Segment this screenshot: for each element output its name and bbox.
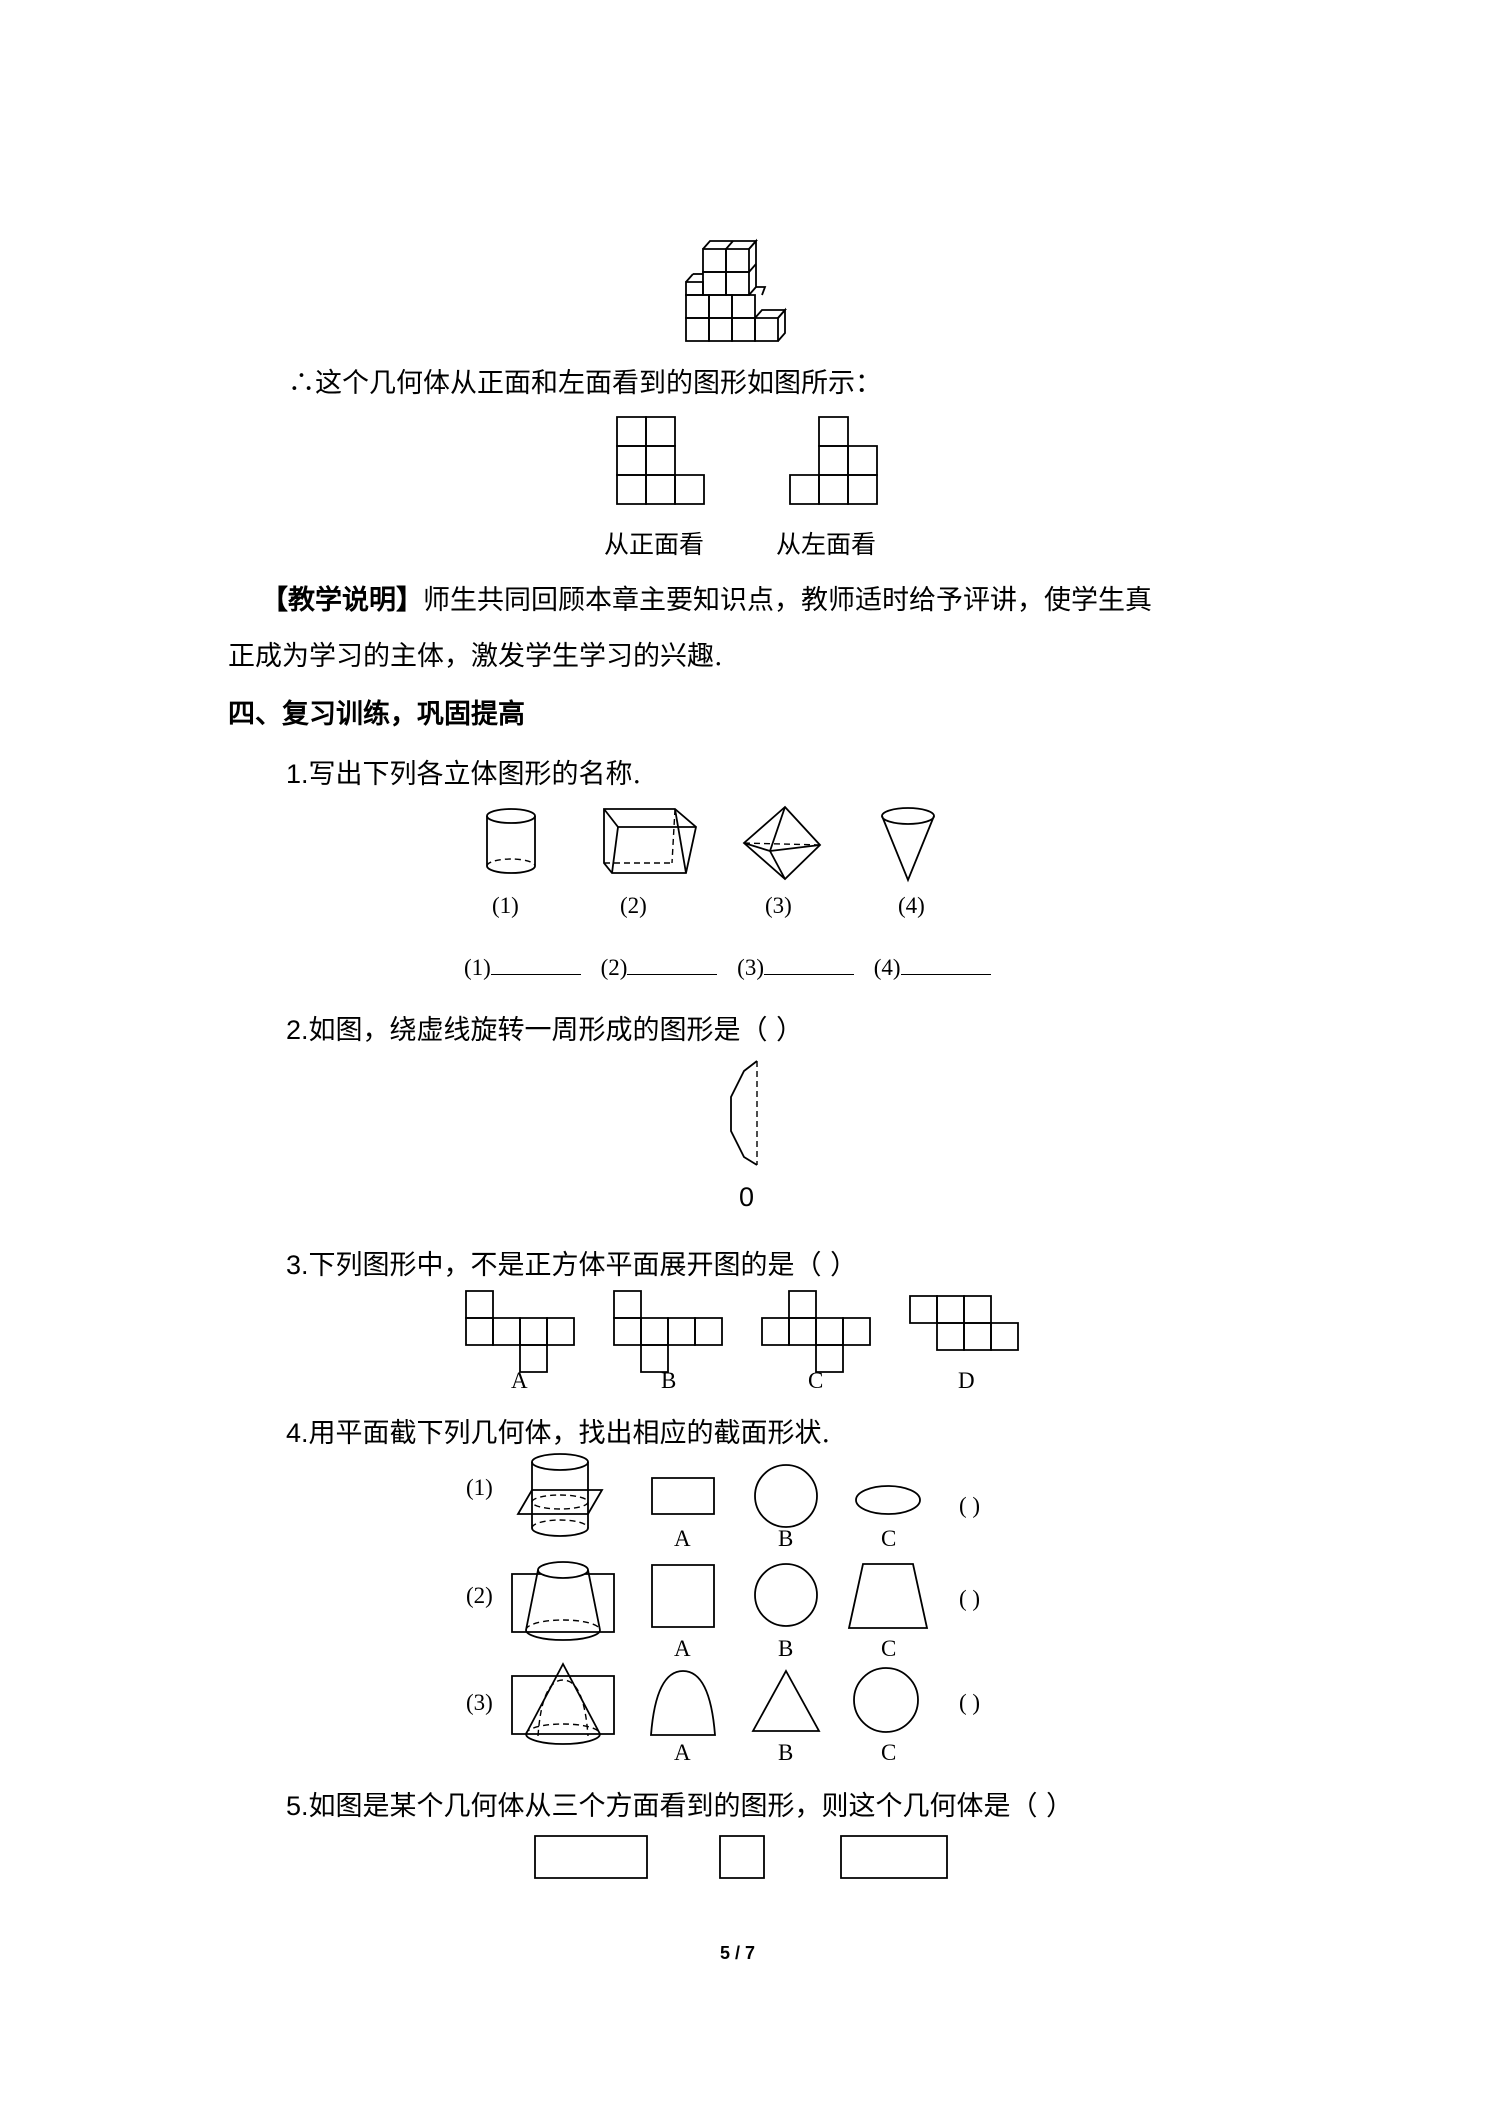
q4-row2-option-b-figure: [754, 1563, 818, 1627]
q4-row2-option-c-figure: [848, 1563, 928, 1629]
q1-bipyramid-figure: [742, 805, 822, 881]
q3-net-a-figure: [466, 1291, 574, 1373]
teaching-note-line2: 正成为学习的主体，激发学生学习的兴趣.: [228, 641, 723, 672]
q1-text: 写出下列各立体图形的名称.: [308, 759, 642, 790]
q1-blank-4[interactable]: [900, 952, 991, 975]
q2-trapezoid-figure: [728, 1059, 760, 1167]
therefore-line: ∴这个几何体从正面和左面看到的图形如图所示：: [288, 368, 882, 399]
q5-text: 如图是某个几何体从三个方面看到的图形，则这个几何体是（ ）: [308, 1791, 1074, 1822]
q3-number: 3.: [286, 1250, 309, 1280]
q4-row3-option-b: B: [778, 1740, 794, 1765]
q1-blank-3[interactable]: [763, 952, 854, 975]
q4-row3-option-c-figure: [853, 1667, 919, 1733]
q3-question: 3.下列图形中，不是正方体平面展开图的是（ ）: [286, 1243, 857, 1282]
q5-number: 5.: [286, 1791, 309, 1821]
q5-front-view-figure: [535, 1836, 647, 1878]
q1-blank-2[interactable]: [627, 952, 718, 975]
left-view-figure: [790, 417, 878, 504]
page-number: 5 / 7: [720, 1943, 756, 1963]
q4-row2-label: (2): [466, 1583, 493, 1608]
q4-row1-option-a: A: [674, 1526, 691, 1551]
q2-question: 2.如图，绕虚线旋转一周形成的图形是（ ）: [286, 1008, 803, 1047]
q1-blanks: (1) (2) (3) (4): [464, 952, 991, 981]
q4-text: 用平面截下列几何体，找出相应的截面形状.: [308, 1418, 831, 1449]
q5-question: 5.如图是某个几何体从三个方面看到的图形，则这个几何体是（ ）: [286, 1784, 1073, 1823]
q4-row3-option-a: A: [674, 1740, 691, 1765]
teaching-note-text1: 师生共同回顾本章主要知识点，教师适时给予评讲，使学生真: [423, 585, 1152, 616]
q4-row2-option-c: C: [881, 1636, 897, 1661]
q4-row2-paren: ( ): [959, 1586, 981, 1611]
q4-row2-option-a: A: [674, 1636, 691, 1661]
q1-label-2: (2): [620, 893, 647, 918]
q2-number: 2.: [286, 1015, 309, 1045]
q4-row3-label: (3): [466, 1690, 493, 1715]
q1-blank-label-3: (3): [737, 955, 764, 980]
q1-cone-figure: [880, 806, 936, 882]
section4-title: 四、复习训练，巩固提高: [228, 699, 525, 730]
q4-row1-option-c: C: [881, 1526, 897, 1551]
q3-option-a: A: [511, 1368, 528, 1393]
q3-option-b: B: [661, 1368, 677, 1393]
teaching-note-line1: 【教学说明】师生共同回顾本章主要知识点，教师适时给予评讲，使学生真: [261, 578, 1152, 617]
q3-net-c-figure: [762, 1291, 870, 1373]
q3-net-b-figure: [614, 1291, 722, 1373]
q4-row3-option-b-figure: [752, 1670, 820, 1732]
q4-row2-frustum-cut-figure: [512, 1560, 614, 1644]
q3-net-d-figure: [910, 1296, 1018, 1352]
q4-row1-option-a-figure: [652, 1478, 714, 1514]
q4-row1-cylinder-cut-figure: [518, 1452, 602, 1538]
q1-blank-1[interactable]: [490, 952, 581, 975]
q1-number: 1.: [286, 759, 309, 789]
front-view-label: 从正面看: [604, 532, 705, 559]
q5-left-view-figure: [720, 1836, 764, 1878]
q1-label-4: (4): [898, 893, 925, 918]
teaching-note-label: 【教学说明】: [261, 585, 423, 616]
q4-number: 4.: [286, 1418, 309, 1448]
q1-blank-label-2: (2): [600, 955, 628, 980]
q2-text: 如图，绕虚线旋转一周形成的图形是（ ）: [308, 1015, 804, 1046]
q3-text: 下列图形中，不是正方体平面展开图的是（ ）: [308, 1250, 858, 1281]
q3-option-d: D: [958, 1368, 975, 1393]
q4-row2-option-a-figure: [652, 1565, 714, 1627]
q4-row1-option-c-figure: [855, 1485, 921, 1515]
q4-row1-paren: ( ): [959, 1493, 981, 1518]
q1-blank-label-4: (4): [873, 955, 901, 980]
q4-row1-option-b: B: [778, 1526, 794, 1551]
q3-option-c: C: [808, 1368, 824, 1393]
q4-question: 4.用平面截下列几何体，找出相应的截面形状.: [286, 1411, 830, 1450]
q4-row1-label: (1): [466, 1475, 493, 1500]
q4-row3-paren: ( ): [959, 1690, 981, 1715]
q1-cylinder-figure: [485, 808, 537, 874]
q4-row3-option-a-figure: [650, 1670, 716, 1736]
q4-row3-cone-cut-figure: [512, 1662, 614, 1746]
q2-figure-label: 0: [739, 1182, 755, 1212]
q1-label-1: (1): [492, 893, 519, 918]
q4-row3-option-c: C: [881, 1740, 897, 1765]
q1-question: 1.写出下列各立体图形的名称.: [286, 752, 641, 791]
front-view-figure: [617, 417, 705, 504]
left-view-label: 从左面看: [776, 532, 877, 559]
q1-label-3: (3): [765, 893, 792, 918]
q1-blank-label-1: (1): [464, 955, 491, 980]
q1-prism-figure: [600, 807, 698, 877]
q4-row2-option-b: B: [778, 1636, 794, 1661]
q5-top-view-figure: [841, 1836, 947, 1878]
cube-stack-figure: [686, 236, 806, 341]
q4-row1-option-b-figure: [754, 1464, 818, 1528]
